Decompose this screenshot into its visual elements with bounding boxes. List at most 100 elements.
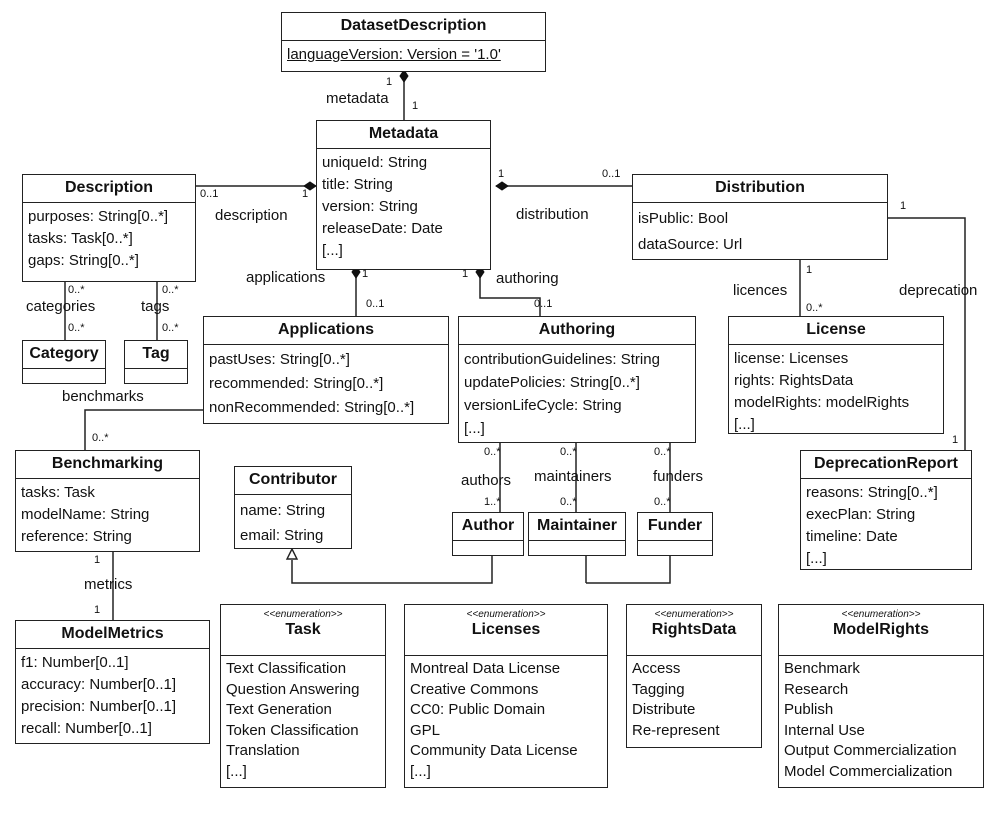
class-attr: [...]	[806, 550, 827, 567]
multiplicity: 0..1	[602, 168, 621, 180]
multiplicity: 0..*	[654, 446, 671, 458]
rights-data-enum: <<enumeration>> RightsData Access Taggin…	[626, 604, 762, 748]
model-metrics-class: ModelMetrics f1: Number[0..1] accuracy: …	[15, 620, 210, 744]
multiplicity: 1..*	[484, 496, 501, 508]
class-name: DatasetDescription	[282, 13, 545, 41]
class-attr: uniqueId: String	[322, 154, 428, 171]
class-name: Metadata	[317, 121, 490, 149]
metadata-class: Metadata uniqueId: String title: String …	[316, 120, 491, 270]
class-attr: contributionGuidelines: String	[464, 351, 660, 368]
enum-literal: Access	[632, 660, 681, 677]
enum-name: Licenses	[471, 621, 541, 638]
role-benchmarks: benchmarks	[62, 388, 144, 405]
class-attributes: purposes: String[0..*] tasks: Task[0..*]…	[23, 203, 195, 275]
enum-name: Task	[285, 621, 321, 638]
enum-header: <<enumeration>> ModelRights	[779, 605, 983, 641]
enum-literal: Research	[784, 680, 849, 698]
author-class: Author	[452, 512, 524, 556]
class-attr: accuracy: Number[0..1]	[21, 676, 177, 693]
license-class: License license: Licenses rights: Rights…	[728, 316, 944, 434]
class-attr: reference: String	[21, 528, 132, 545]
authoring-class: Authoring contributionGuidelines: String…	[458, 316, 696, 443]
role-deprecation: deprecation	[899, 282, 978, 299]
role-authoring: authoring	[496, 270, 559, 287]
enum-literal: Creative Commons	[410, 680, 539, 698]
multiplicity: 0..*	[484, 446, 501, 458]
enum-name: RightsData	[651, 621, 737, 638]
multiplicity: 0..*	[560, 446, 577, 458]
class-attr: title: String	[322, 176, 393, 193]
class-name: Category	[23, 341, 105, 369]
class-attr: reasons: String[0..*]	[806, 484, 938, 501]
class-attr: rights: RightsData	[734, 372, 854, 389]
class-attr: isPublic: Bool	[638, 210, 729, 227]
class-name: Contributor	[235, 467, 351, 495]
class-attr: email: String	[240, 527, 324, 544]
enum-literal: Text Generation	[226, 701, 332, 718]
description-class: Description purposes: String[0..*] tasks…	[22, 174, 196, 282]
class-attributes: f1: Number[0..1] accuracy: Number[0..1] …	[16, 649, 209, 743]
class-attributes: reasons: String[0..*] execPlan: String t…	[801, 479, 971, 573]
class-attr: pastUses: String[0..*]	[209, 351, 350, 368]
enum-literal: Token Classification	[226, 721, 359, 739]
class-attr: updatePolicies: String[0..*]	[464, 374, 640, 391]
class-name: License	[729, 317, 943, 345]
tag-class: Tag	[124, 340, 188, 384]
class-attributes: isPublic: Bool dataSource: Url	[633, 203, 887, 261]
enum-stereotype: <<enumeration>>	[263, 609, 343, 620]
class-attr: version: String	[322, 198, 418, 215]
role-tags: tags	[141, 298, 170, 315]
class-attr: purposes: String[0..*]	[28, 208, 169, 225]
multiplicity: 0..*	[162, 284, 179, 296]
class-attributes: tasks: Task modelName: String reference:…	[16, 479, 199, 551]
class-attributes: name: String email: String	[235, 495, 351, 551]
enum-literal: GPL	[410, 721, 441, 739]
category-class: Category	[22, 340, 106, 384]
enum-literal: Distribute	[632, 701, 696, 718]
model-rights-enum: <<enumeration>> ModelRights Benchmark Re…	[778, 604, 984, 788]
role-categories: categories	[26, 298, 96, 315]
multiplicity: 1	[302, 188, 309, 200]
class-name: Author	[453, 513, 523, 541]
class-attr: releaseDate: Date	[322, 220, 443, 237]
role-applications: applications	[246, 269, 326, 286]
multiplicity: 1	[362, 268, 369, 280]
role-authors: authors	[461, 472, 512, 489]
role-metrics: metrics	[84, 576, 133, 593]
multiplicity: 0..*	[92, 432, 109, 444]
funder-class: Funder	[637, 512, 713, 556]
role-distribution: distribution	[516, 206, 589, 223]
class-attributes: contributionGuidelines: String updatePol…	[459, 345, 695, 443]
applications-class: Applications pastUses: String[0..*] reco…	[203, 316, 449, 424]
enum-literal: Tagging	[632, 680, 685, 698]
multiplicity: 1	[806, 264, 813, 276]
role-funders: funders	[653, 468, 704, 485]
enum-literal: Community Data License	[410, 742, 578, 759]
class-name: Applications	[204, 317, 448, 345]
class-attributes: uniqueId: String title: String version: …	[317, 149, 490, 265]
enum-name: ModelRights	[833, 621, 929, 638]
class-attr: timeline: Date	[806, 528, 898, 545]
multiplicity: 1	[412, 100, 419, 112]
enum-literals: Access Tagging Distribute Re-represent	[627, 656, 761, 744]
multiplicity: 1	[94, 554, 101, 566]
class-attr: nonRecommended: String[0..*]	[209, 399, 415, 416]
class-attr: modelName: String	[21, 506, 150, 523]
class-name: Description	[23, 175, 195, 203]
class-attr: versionLifeCycle: String	[464, 397, 622, 414]
enum-literal: [...]	[226, 762, 247, 780]
task-enum: <<enumeration>> Task Text Classification…	[220, 604, 386, 788]
class-attr: [...]	[734, 416, 755, 433]
deprecation-report-class: DeprecationReport reasons: String[0..*] …	[800, 450, 972, 570]
multiplicity: 1	[462, 268, 469, 280]
multiplicity: 1	[900, 200, 907, 212]
enum-stereotype: <<enumeration>>	[841, 609, 921, 620]
multiplicity: 0..1	[200, 188, 219, 200]
class-attr: f1: Number[0..1]	[21, 654, 129, 671]
enum-header: <<enumeration>> RightsData	[627, 605, 761, 641]
enum-literal: Montreal Data License	[410, 660, 561, 677]
distribution-class: Distribution isPublic: Bool dataSource: …	[632, 174, 888, 260]
class-attr: [...]	[322, 242, 343, 259]
class-attr: tasks: Task[0..*]	[28, 230, 133, 247]
class-attr: dataSource: Url	[638, 236, 743, 253]
